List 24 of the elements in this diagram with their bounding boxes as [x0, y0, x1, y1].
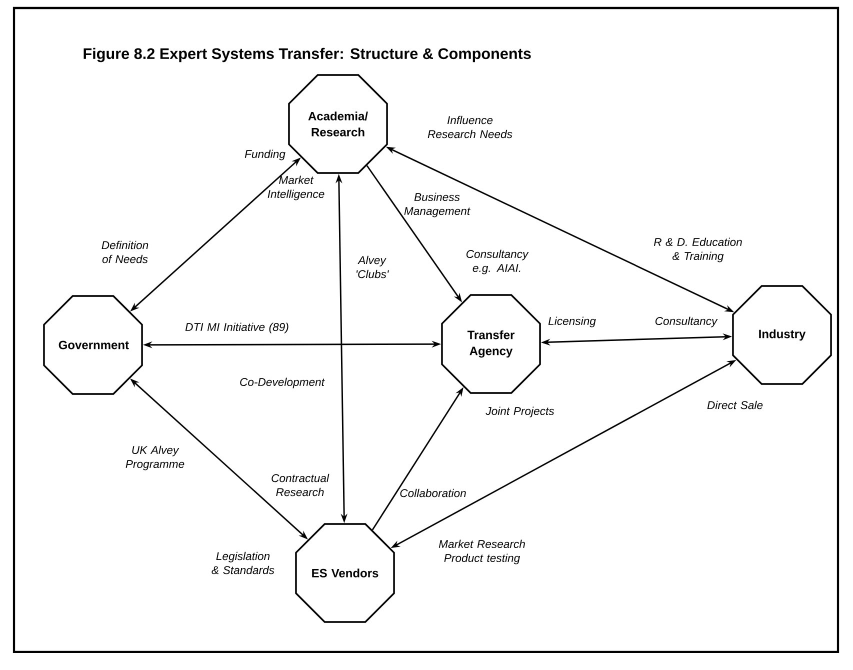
flow-label: Consultancy e.g. AIAI. — [466, 250, 529, 274]
octagon-node: ES Vendors — [295, 523, 395, 623]
flow-label: Influence Research Needs — [428, 116, 512, 138]
flow-label: Contractual Research — [272, 474, 330, 496]
flow-label: Direct Sale — [707, 400, 763, 410]
flow-label: Co-Development — [240, 378, 325, 388]
flow-label: R & D. Education & Training — [654, 238, 742, 262]
octagon-node: Transfer Agency — [441, 294, 541, 394]
flow-label: Alvey 'Clubs' — [356, 256, 389, 278]
flow-label: Collaboration — [400, 488, 466, 498]
octagon-node: Industry — [732, 285, 832, 385]
flow-label: Market Research Product testing — [438, 540, 525, 564]
flow-label: UK Alvey Programme — [126, 446, 184, 470]
flow-label: DTI MI Initiative (89) — [185, 322, 288, 334]
flow-label: Joint Projects — [486, 406, 554, 418]
flow-label: Consultancy — [655, 316, 718, 328]
title: Figure 8.2 Expert Systems Transfer: Structure & Components — [84, 48, 531, 62]
octagon-node: Academia/ Research — [288, 74, 388, 174]
flow-label: Definition of Needs — [102, 240, 148, 264]
flow-label: Funding — [244, 150, 286, 160]
flow-label: Business Management — [404, 192, 470, 218]
flow-label: Market Intelligence — [268, 176, 324, 200]
octagon-node: Government — [43, 295, 143, 395]
flow-label: Legislation & Standards — [212, 552, 274, 574]
